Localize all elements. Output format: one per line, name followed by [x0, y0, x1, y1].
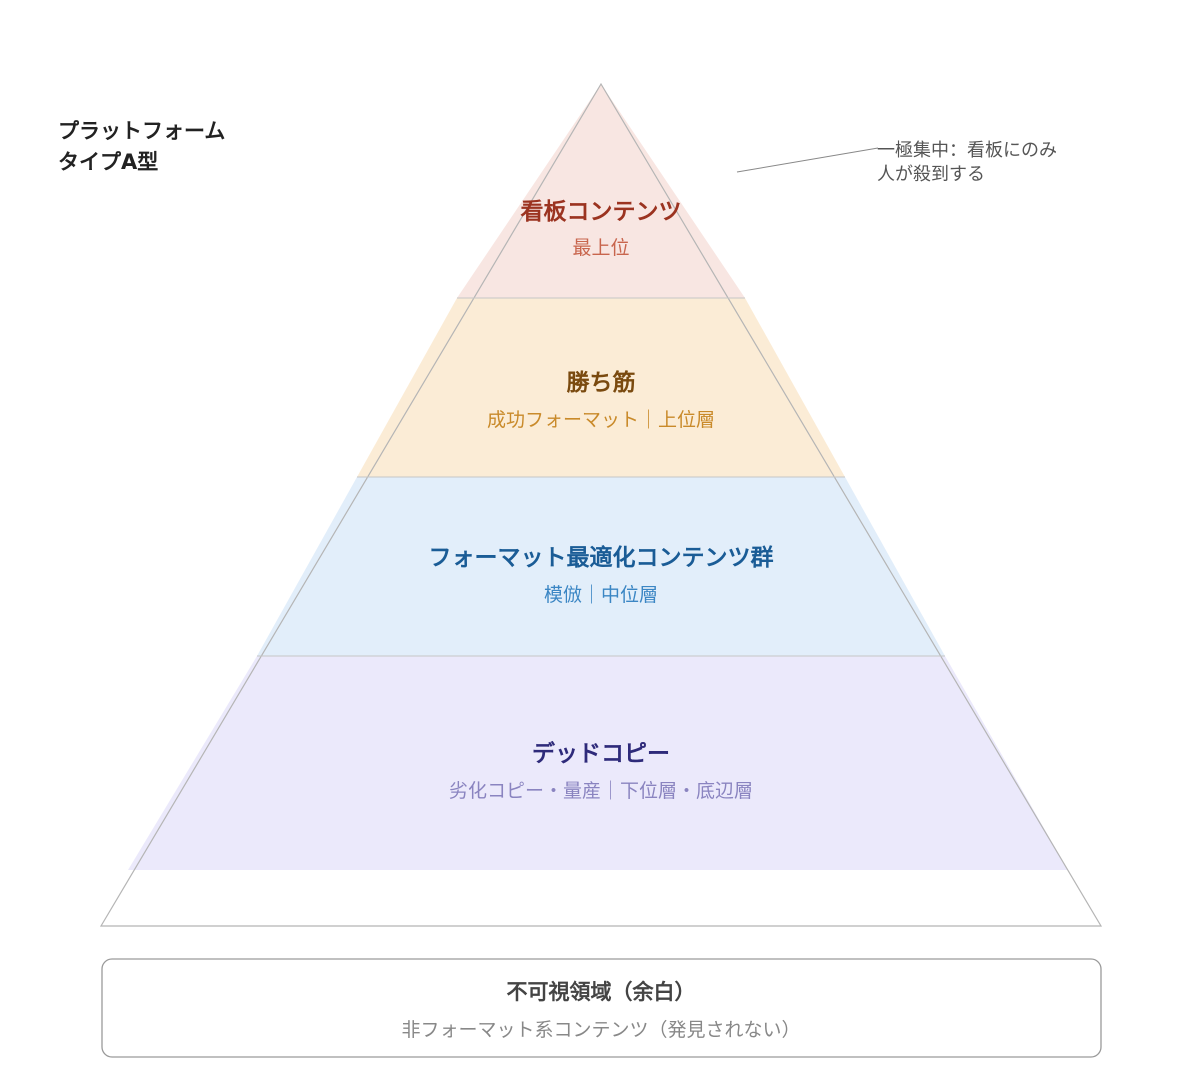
layer-title-upper: 勝ち筋 [567, 369, 636, 396]
invisible-region-subtitle: 非フォーマット系コンテンツ（発見されない） [401, 1019, 800, 1041]
layer-band-bottom [128, 656, 1068, 870]
layer-subtitle-upper: 成功フォーマット｜上位層 [487, 409, 715, 431]
pyramid-outline [99, 82, 1103, 927]
layer-band-middle [257, 477, 945, 656]
platform-title-line2: タイプA型 [58, 150, 158, 174]
layer-subtitle-middle: 模倣｜中位層 [544, 584, 658, 606]
layer-title-bottom: デッドコピー [532, 740, 670, 767]
platform-title-line1: プラットフォーム [58, 119, 225, 143]
invisible-region-title: 不可視領域（余白） [507, 980, 696, 1004]
invisible-region-box [101, 958, 1102, 1058]
layer-title-middle: フォーマット最適化コンテンツ群 [429, 544, 774, 571]
layer-band-top [457, 84, 745, 298]
annotation-line2: 人が殺到する [877, 164, 985, 185]
layer-subtitle-bottom: 劣化コピー・量産｜下位層・底辺層 [449, 780, 753, 802]
layer-band-upper [357, 298, 845, 477]
annotation-line1: 一極集中：看板にのみ [877, 140, 1057, 161]
layer-title-top: 看板コンテンツ [521, 199, 682, 225]
annotation-leader-line [736, 147, 879, 173]
layer-subtitle-top: 最上位 [572, 237, 629, 259]
